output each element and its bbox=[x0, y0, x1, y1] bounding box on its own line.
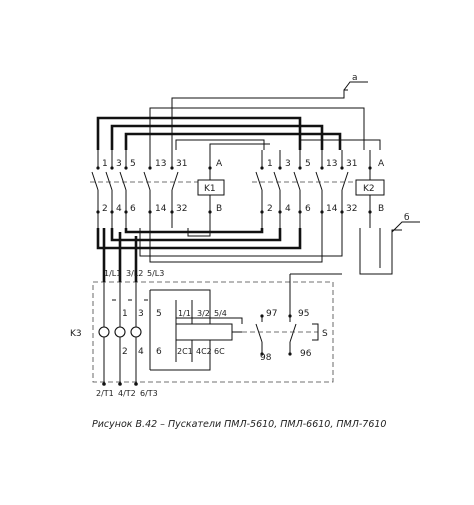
relay-k3 bbox=[98, 228, 243, 386]
k2-top-31: 31 bbox=[346, 159, 357, 169]
k1-coil bbox=[197, 179, 225, 196]
k2-coil-b: B bbox=[378, 204, 384, 214]
k3-inner-4: 4 bbox=[138, 347, 144, 357]
k3-inner-1: 1 bbox=[122, 309, 128, 319]
k2-bottom-32: 32 bbox=[346, 204, 357, 214]
k3-bottom-2: 4/T2 bbox=[118, 389, 136, 398]
k3-bottom-1: 2/T1 bbox=[96, 389, 114, 398]
k3-top-1: 1/L1 bbox=[104, 269, 121, 278]
heater-1 bbox=[98, 326, 110, 338]
k1-bottom-32: 32 bbox=[176, 204, 187, 214]
heater-2 bbox=[114, 326, 126, 338]
k1-coil-label: K1 bbox=[204, 184, 216, 194]
k3-label: K3 bbox=[70, 329, 82, 339]
k1-bottom-14: 14 bbox=[155, 204, 167, 214]
contactor-k1: 1 3 5 13 31 2 4 6 14 32 K1 A B bbox=[90, 150, 225, 228]
k1-top-1: 1 bbox=[102, 159, 108, 169]
k2-top-3: 3 bbox=[285, 159, 291, 169]
k3-top-3: 5/L3 bbox=[147, 269, 164, 278]
k2-top-5: 5 bbox=[305, 159, 311, 169]
k1-top-5: 5 bbox=[130, 159, 136, 169]
figure-caption: Рисунок В.42 – Пускатели ПМЛ-5610, ПМЛ-6… bbox=[92, 419, 386, 430]
k2-coil bbox=[355, 179, 385, 196]
contact-98: 98 bbox=[260, 353, 272, 363]
aux-top-2: 3/2 bbox=[197, 309, 210, 318]
k2-bottom-14: 14 bbox=[326, 204, 338, 214]
k3-bottom-3: 6/T3 bbox=[140, 389, 158, 398]
contact-95: 95 bbox=[298, 309, 309, 319]
k2-bottom-2: 2 bbox=[267, 204, 273, 214]
k2-coil-a: A bbox=[378, 159, 385, 169]
k1-bottom-6: 6 bbox=[130, 204, 136, 214]
heater-3 bbox=[130, 326, 142, 338]
k1-bottom-4: 4 bbox=[116, 204, 122, 214]
contactor-k2: 1 3 5 13 31 2 4 6 14 32 K2 A B bbox=[252, 150, 385, 228]
aux-top-3: 5/4 bbox=[214, 309, 227, 318]
k1-coil-a: A bbox=[216, 159, 223, 169]
aux-bottom-2: 4C2 bbox=[196, 347, 212, 356]
k1-bottom-2: 2 bbox=[102, 204, 108, 214]
k1-coil-b: B bbox=[216, 204, 222, 214]
aux-bottom-1: 2C1 bbox=[177, 347, 193, 356]
label-s: S bbox=[322, 329, 328, 339]
contact-97: 97 bbox=[266, 309, 277, 319]
k3-inner-5: 5 bbox=[156, 309, 162, 319]
k2-bottom-6: 6 bbox=[305, 204, 311, 214]
relay-k3-frame bbox=[92, 281, 334, 383]
k3-inner-2: 2 bbox=[122, 347, 128, 357]
label-b: б bbox=[404, 213, 410, 223]
k3-inner-6: 6 bbox=[156, 347, 162, 357]
interlock-wiring bbox=[96, 81, 420, 275]
k2-bottom-4: 4 bbox=[285, 204, 291, 214]
aux-contacts bbox=[242, 273, 342, 356]
aux-bottom-3: 6C bbox=[214, 347, 225, 356]
contact-96: 96 bbox=[300, 349, 312, 359]
k1-top-3: 3 bbox=[116, 159, 122, 169]
k1-contacts bbox=[90, 150, 198, 228]
k2-coil-label: K2 bbox=[363, 184, 375, 194]
k3-inner-3: 3 bbox=[138, 309, 144, 319]
k2-contacts bbox=[252, 150, 356, 228]
k3-top-2: 3/L2 bbox=[126, 269, 143, 278]
k1-top-31: 31 bbox=[176, 159, 187, 169]
relay-aux-box bbox=[175, 323, 233, 341]
k2-top-1: 1 bbox=[267, 159, 273, 169]
label-a: а bbox=[352, 73, 358, 83]
k2-top-13: 13 bbox=[326, 159, 337, 169]
k1-top-13: 13 bbox=[155, 159, 166, 169]
aux-top-1: 1/1 bbox=[178, 309, 191, 318]
